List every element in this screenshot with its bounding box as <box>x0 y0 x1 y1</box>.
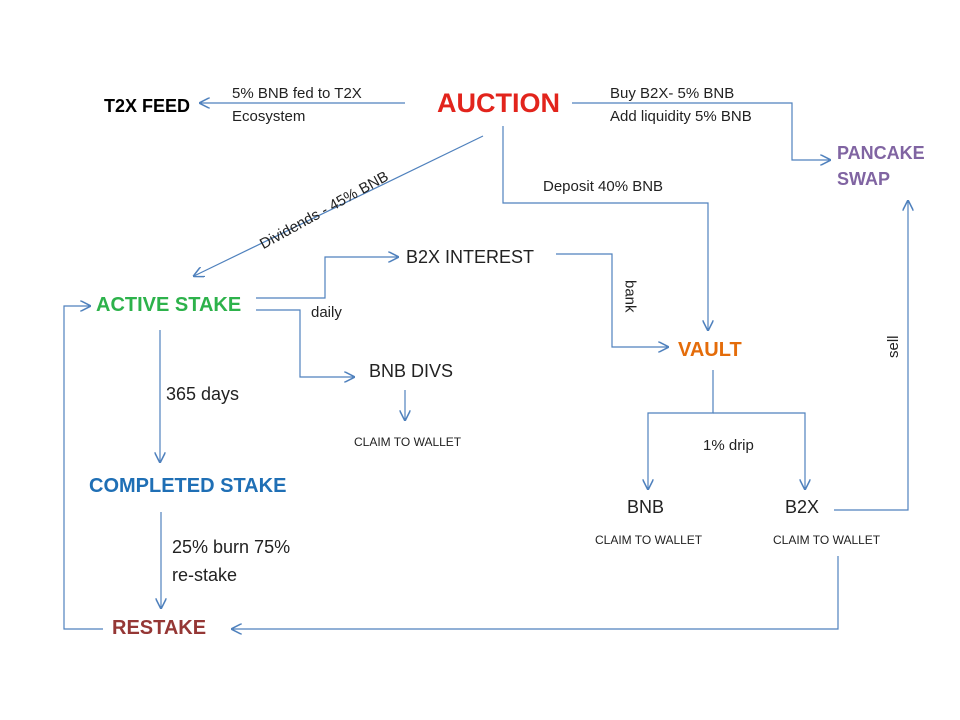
b2x-interest-node: B2X INTEREST <box>406 247 535 267</box>
claim-bnb-label: CLAIM TO WALLET <box>595 533 703 547</box>
bank-label: bank <box>621 280 639 313</box>
arrow-restake-loop <box>63 306 103 630</box>
arrow-auction-to-pancake <box>572 102 830 160</box>
active-stake-node: ACTIVE STAKE <box>96 294 242 316</box>
arrow-b2x-sell <box>834 201 908 511</box>
completed-stake-node: COMPLETED STAKE <box>89 475 287 497</box>
burn-label-line2: re-stake <box>172 565 238 585</box>
b2x-node: B2X <box>785 497 820 517</box>
t2x-feed-label-line1: 5% BNB fed to T2X <box>232 85 362 102</box>
pancake-swap-node: PANCAKE SWAP <box>837 143 925 190</box>
arrow-bank-to-vault <box>556 253 668 347</box>
claim-divs-label: CLAIM TO WALLET <box>354 435 462 449</box>
arrow-dividends <box>194 135 484 276</box>
burn-label-line1: 25% burn 75% <box>172 537 291 557</box>
arrow-vault-to-b2x <box>713 412 805 489</box>
sell-label: sell <box>885 335 902 358</box>
bnb-node: BNB <box>627 497 665 517</box>
claim-b2x-label: CLAIM TO WALLET <box>773 533 881 547</box>
t2x-feed-node: T2X FEED <box>104 96 191 116</box>
t2x-feed-label-line2: Ecosystem <box>232 108 306 125</box>
arrow-to-bnb-divs <box>256 309 354 377</box>
arrow-claim-to-restake <box>232 556 839 629</box>
bnb-divs-node: BNB DIVS <box>369 361 454 381</box>
days-365-label: 365 days <box>166 384 240 404</box>
vault-node: VAULT <box>678 339 742 361</box>
drip-label: 1% drip <box>703 437 754 454</box>
daily-label: daily <box>311 304 342 321</box>
auction-node: AUCTION <box>437 88 560 118</box>
arrow-to-b2x-interest <box>256 257 398 299</box>
arrow-vault-to-bnb <box>648 370 714 489</box>
restake-node: RESTAKE <box>112 617 207 639</box>
arrow-deposit-to-vault <box>502 126 708 330</box>
buy-b2x-label: Buy B2X- 5% BNB <box>610 85 735 102</box>
deposit-label: Deposit 40% BNB <box>543 178 664 195</box>
add-liquidity-label: Add liquidity 5% BNB <box>610 108 752 125</box>
